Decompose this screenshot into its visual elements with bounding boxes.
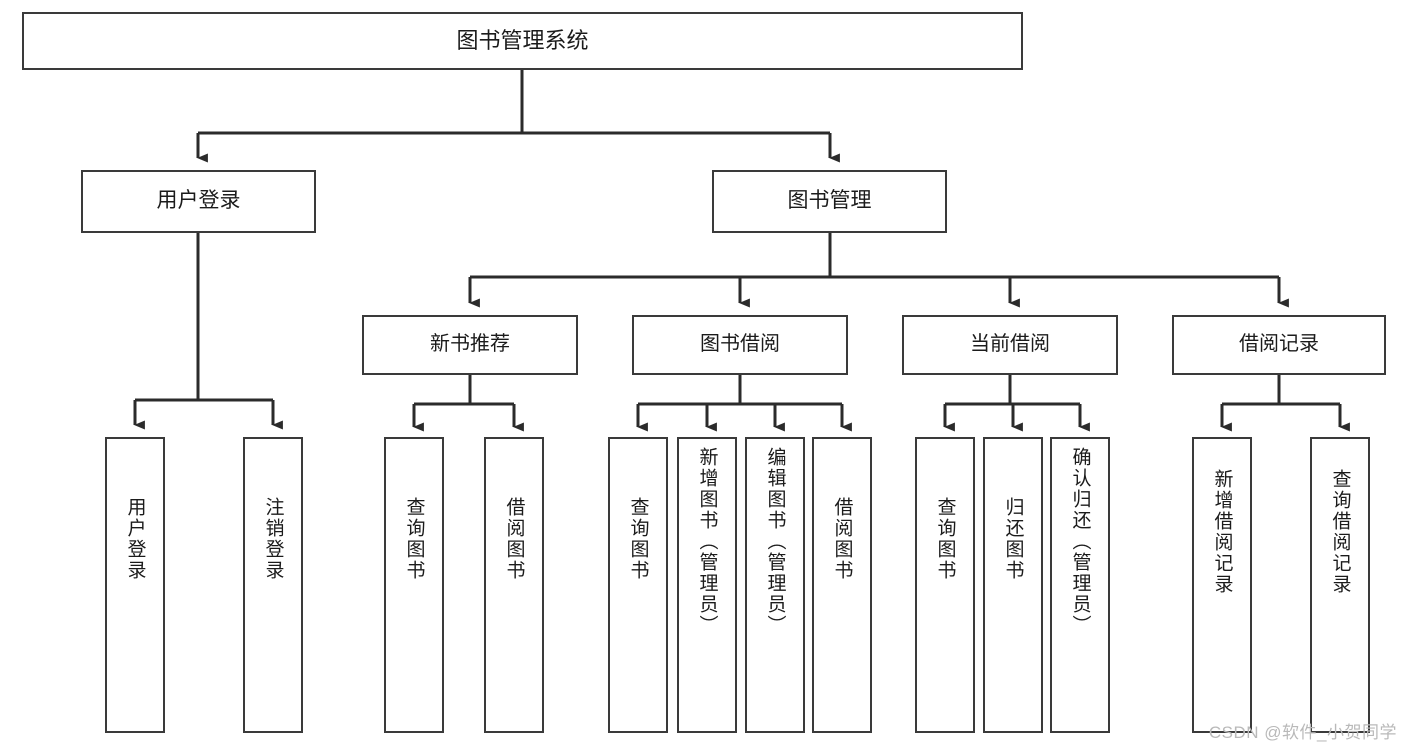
node-leaf-return-book[interactable]: 归还图书	[983, 437, 1043, 733]
node-label: 图书借阅	[700, 333, 780, 356]
node-user-login[interactable]: 用户登录	[81, 170, 316, 233]
node-label: 查询图书	[627, 497, 649, 581]
node-label: 新增图书（管理员）	[696, 447, 718, 636]
node-root-system[interactable]: 图书管理系统	[22, 12, 1023, 70]
node-label: 注销登录	[262, 497, 284, 581]
node-label: 借阅图书	[831, 497, 853, 581]
node-leaf-borrow-book-2[interactable]: 借阅图书	[812, 437, 872, 733]
node-label: 归还图书	[1002, 497, 1024, 581]
node-leaf-query-book-1[interactable]: 查询图书	[384, 437, 444, 733]
node-label: 图书管理	[787, 189, 872, 213]
node-leaf-query-book-2[interactable]: 查询图书	[608, 437, 668, 733]
node-leaf-confirm-return[interactable]: 确认归还（管理员）	[1050, 437, 1110, 733]
node-current-borrow[interactable]: 当前借阅	[902, 315, 1118, 375]
node-book-borrow[interactable]: 图书借阅	[632, 315, 848, 375]
watermark-text: CSDN @软件_小贺同学	[1208, 723, 1397, 742]
node-label: 用户登录	[156, 189, 241, 213]
node-leaf-query-book-3[interactable]: 查询图书	[915, 437, 975, 733]
node-leaf-logout[interactable]: 注销登录	[243, 437, 303, 733]
node-label: 用户登录	[124, 497, 146, 581]
node-new-book-recommend[interactable]: 新书推荐	[362, 315, 578, 375]
node-label: 编辑图书（管理员）	[764, 447, 786, 636]
node-label: 借阅图书	[503, 497, 525, 581]
node-label: 图书管理系统	[456, 28, 589, 54]
node-label: 查询图书	[403, 497, 425, 581]
node-leaf-edit-book[interactable]: 编辑图书（管理员）	[745, 437, 805, 733]
node-label: 当前借阅	[970, 333, 1050, 356]
node-borrow-record[interactable]: 借阅记录	[1172, 315, 1386, 375]
node-label: 借阅记录	[1239, 333, 1319, 356]
node-leaf-user-login[interactable]: 用户登录	[105, 437, 165, 733]
node-book-manage[interactable]: 图书管理	[712, 170, 947, 233]
node-leaf-add-record[interactable]: 新增借阅记录	[1192, 437, 1252, 733]
node-label: 查询图书	[934, 497, 956, 581]
node-label: 新增借阅记录	[1211, 469, 1233, 595]
node-label: 新书推荐	[430, 333, 510, 356]
node-label: 查询借阅记录	[1329, 469, 1351, 595]
node-leaf-add-book[interactable]: 新增图书（管理员）	[677, 437, 737, 733]
node-label: 确认归还（管理员）	[1069, 447, 1091, 636]
node-leaf-borrow-book-1[interactable]: 借阅图书	[484, 437, 544, 733]
node-leaf-query-record[interactable]: 查询借阅记录	[1310, 437, 1370, 733]
